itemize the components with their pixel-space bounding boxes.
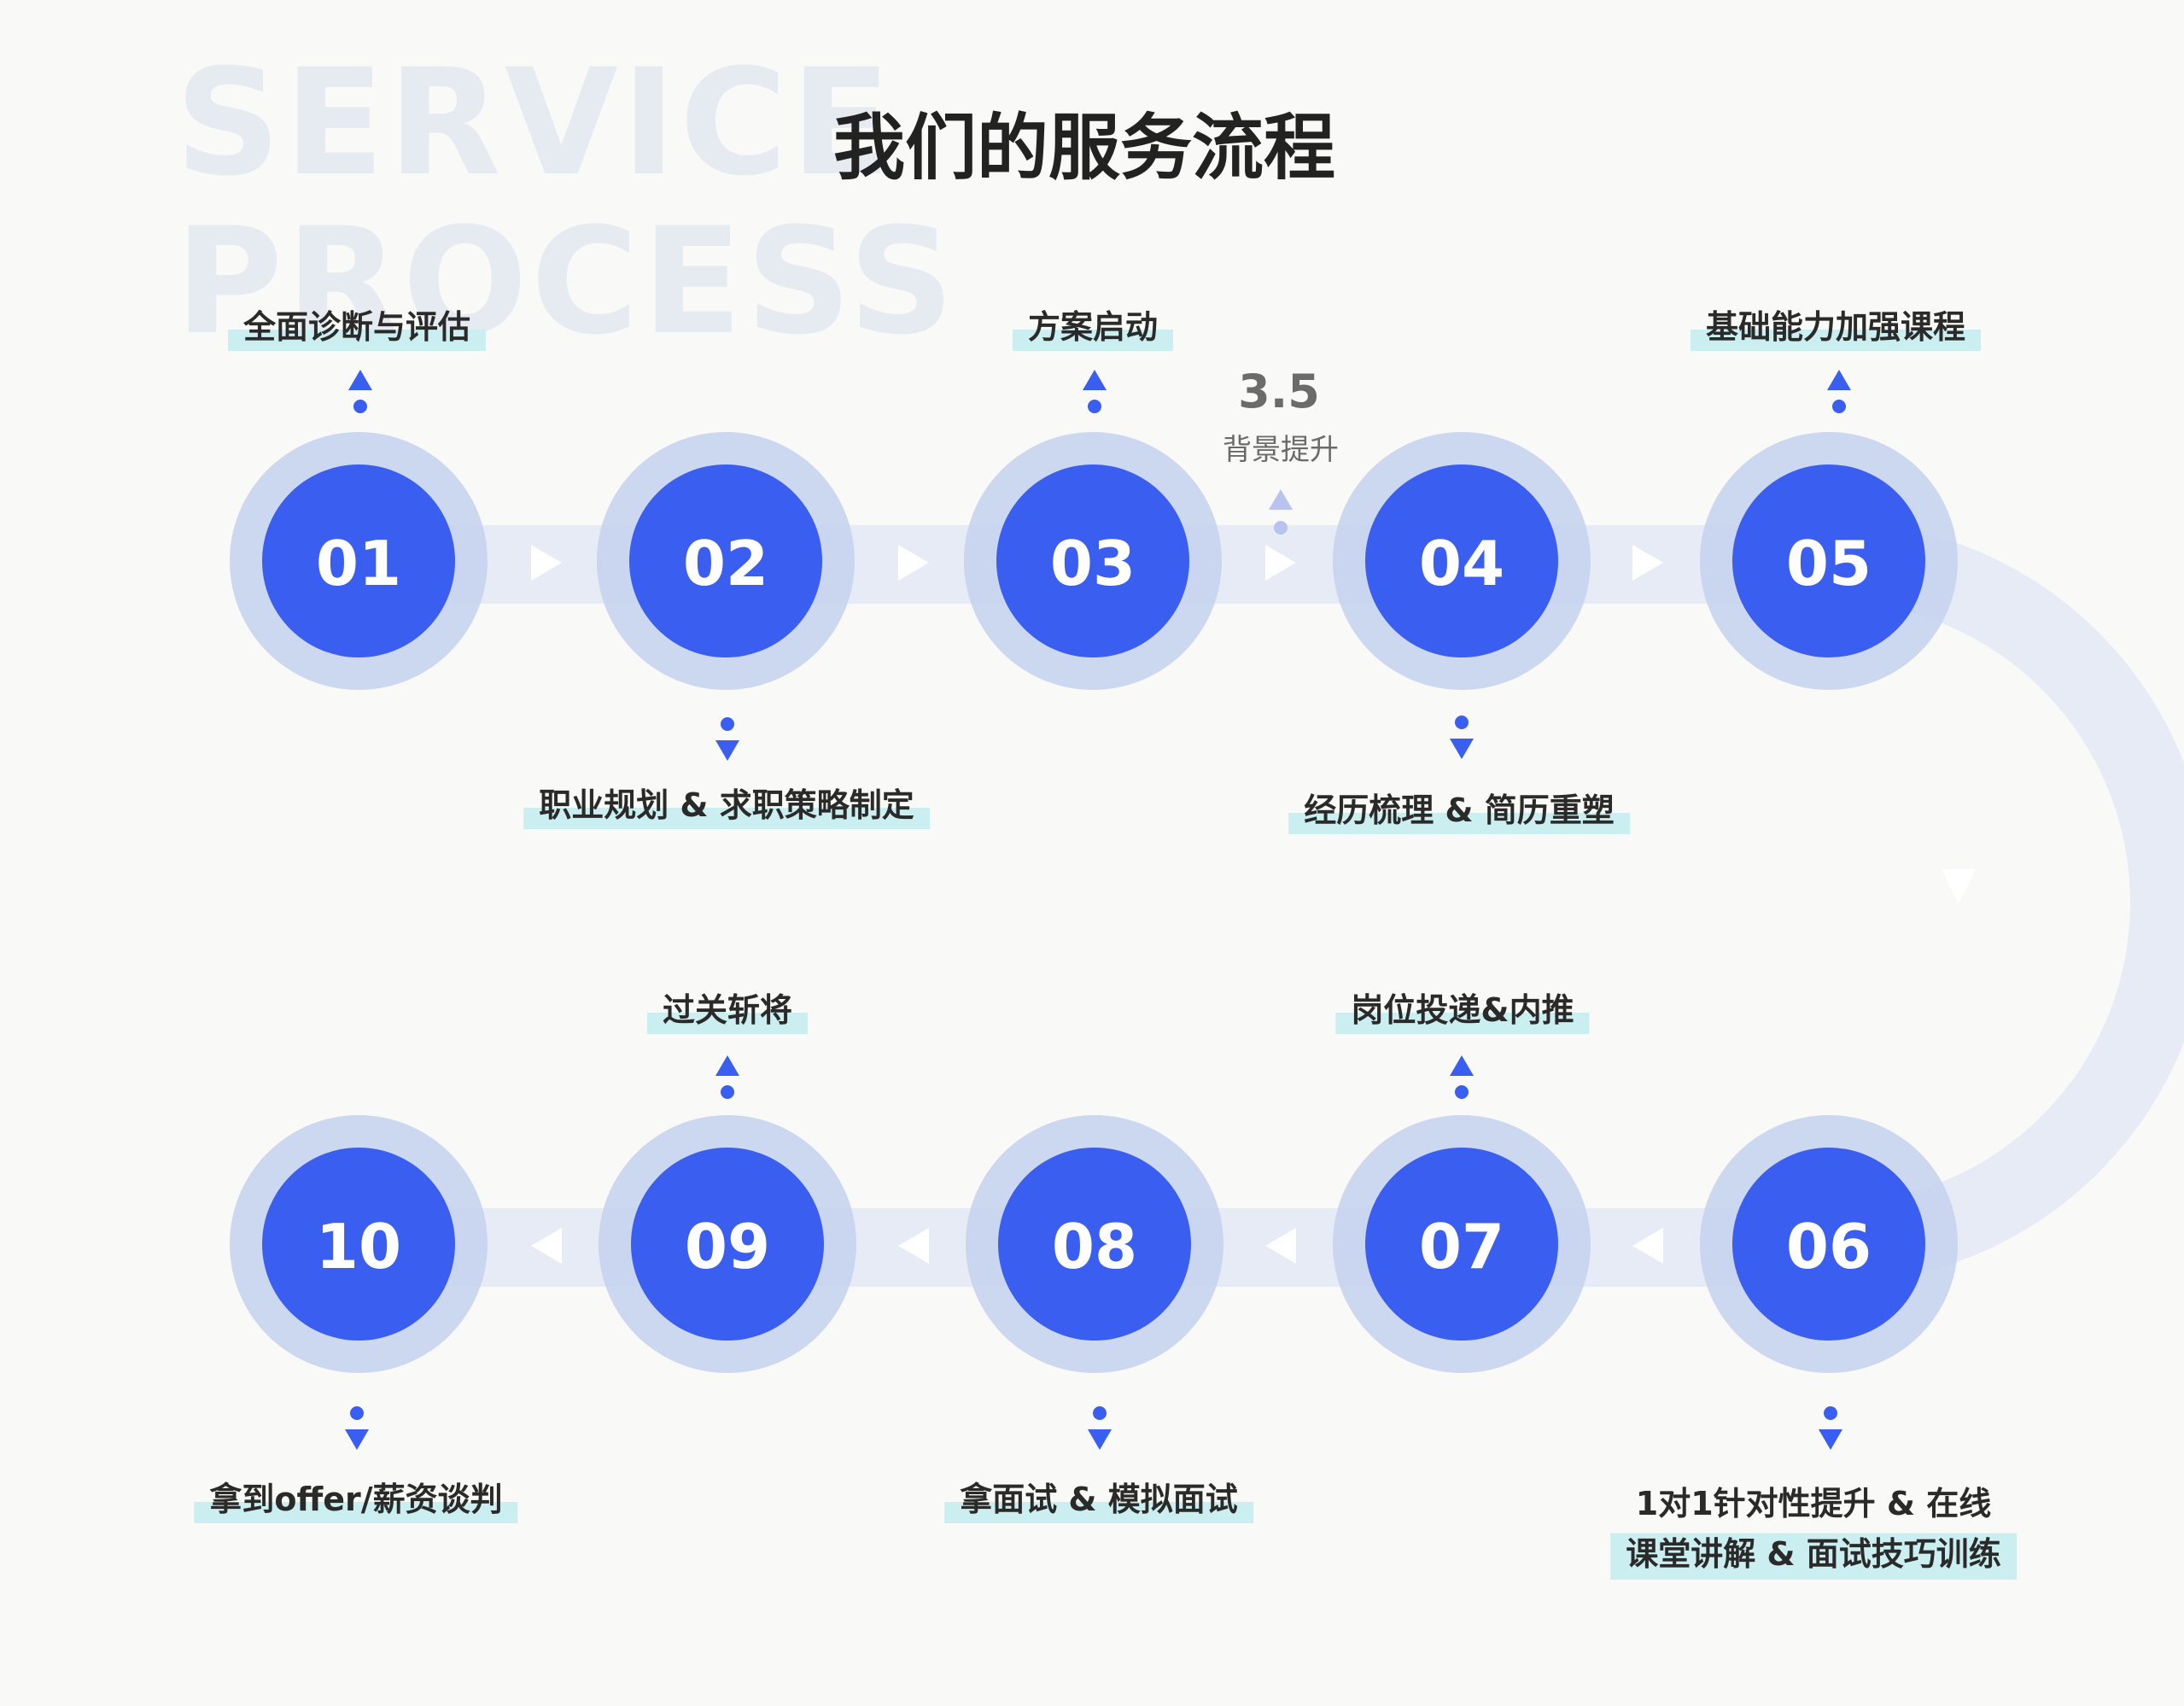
- step-node-10: 10: [230, 1115, 488, 1373]
- connector-up-05: [1827, 370, 1851, 413]
- step-node-07: 07: [1333, 1115, 1591, 1373]
- step-number-05: 05: [1786, 528, 1872, 599]
- step-number-08: 08: [1052, 1211, 1137, 1282]
- step-node-08: 08: [966, 1115, 1223, 1373]
- track-arrow-left-icon: [898, 1228, 929, 1264]
- arrow-down-icon: [715, 740, 739, 761]
- step-label-09: 过关斩将: [646, 988, 809, 1034]
- connector-up-07: [1450, 1055, 1474, 1099]
- step-number-01: 01: [316, 528, 401, 599]
- step-label-06-line2: 课堂讲解 & 面试技巧训练: [1626, 1534, 2001, 1573]
- arrow-up-icon: [1083, 370, 1107, 390]
- arrow-up-icon: [1827, 370, 1851, 390]
- step-number-03: 03: [1050, 528, 1136, 599]
- arrow-down-icon: [345, 1429, 369, 1450]
- step-number-07: 07: [1419, 1211, 1504, 1282]
- track-connector: [1828, 521, 2184, 1284]
- step-label-06: 1对1针对性提升 & 在线 课堂讲解 & 面试技巧训练: [1610, 1479, 2017, 1580]
- step-node-01: 01: [230, 432, 488, 690]
- connector-down-10: [345, 1406, 369, 1450]
- step-number-06: 06: [1786, 1211, 1872, 1282]
- arrow-down-icon: [1088, 1429, 1112, 1450]
- track-arrow-left-icon: [531, 1228, 562, 1264]
- track-arrow-right-icon: [1265, 545, 1296, 581]
- step-label-08: 拿面试 & 模拟面试: [944, 1477, 1253, 1523]
- track-arrow-left-icon: [1632, 1228, 1663, 1264]
- connector-arrow-down-icon: [1942, 869, 1976, 903]
- connector-up-03: [1083, 370, 1107, 413]
- track-arrow-right-icon: [898, 545, 929, 581]
- substep-label: 背景提升: [1223, 433, 1339, 467]
- step-label-05: 基础能力加强课程: [1690, 305, 1982, 351]
- connector-up-09: [715, 1055, 739, 1099]
- connector-down-08: [1088, 1406, 1112, 1450]
- connector-down-04: [1450, 716, 1474, 759]
- step-node-05: 05: [1700, 432, 1958, 690]
- arrow-down-icon: [1450, 739, 1474, 759]
- arrow-up-icon: [348, 370, 372, 390]
- arrow-up-icon: [1450, 1055, 1474, 1076]
- step-number-09: 09: [685, 1211, 770, 1282]
- substep-number: 3.5: [1238, 365, 1320, 418]
- connector-up-01: [348, 370, 372, 413]
- track-arrow-left-icon: [1265, 1228, 1296, 1264]
- step-number-02: 02: [683, 528, 768, 599]
- step-label-06-line1: 1对1针对性提升 & 在线: [1635, 1485, 1992, 1522]
- step-node-04: 04: [1333, 432, 1591, 690]
- step-node-09: 09: [599, 1115, 856, 1373]
- step-node-06: 06: [1700, 1115, 1958, 1373]
- step-number-04: 04: [1419, 528, 1504, 599]
- step-node-03: 03: [964, 432, 1222, 690]
- step-label-07: 岗位投递&内推: [1335, 988, 1590, 1034]
- step-label-10: 拿到offer/薪资谈判: [194, 1477, 518, 1523]
- step-label-03: 方案启动: [1012, 305, 1174, 351]
- track-arrow-right-icon: [1632, 545, 1663, 581]
- step-node-02: 02: [597, 432, 855, 690]
- connector-up-3-5: [1269, 489, 1293, 535]
- connector-down-02: [715, 717, 739, 761]
- background-word-service: SERVICE: [175, 37, 895, 208]
- arrow-up-icon: [715, 1055, 739, 1076]
- arrow-up-icon: [1269, 489, 1293, 510]
- track-arrow-right-icon: [531, 545, 562, 581]
- page-title: 我们的服务流程: [833, 106, 1336, 190]
- step-label-04: 经历梳理 & 简历重塑: [1288, 788, 1630, 834]
- step-label-01: 全面诊断与评估: [227, 305, 487, 351]
- connector-down-06: [1819, 1406, 1842, 1450]
- step-label-02: 职业规划 & 求职策略制定: [523, 783, 930, 829]
- arrow-down-icon: [1819, 1429, 1842, 1450]
- step-number-10: 10: [316, 1211, 401, 1282]
